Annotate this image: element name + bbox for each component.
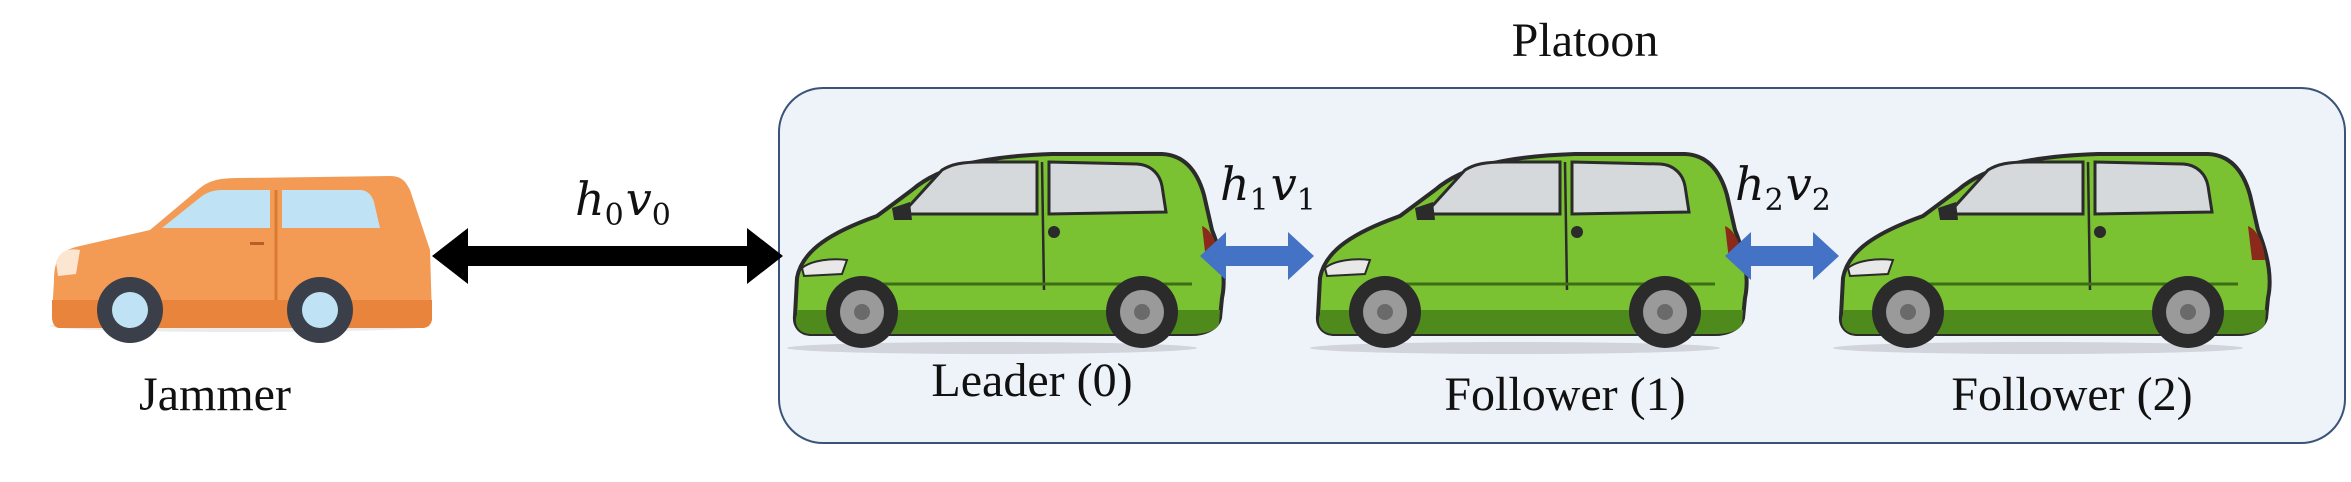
jammer-car-icon	[48, 174, 434, 345]
jammer-label: Jammer	[139, 368, 291, 421]
link-2-label: h2v2	[1735, 157, 1831, 218]
follower-2-label: Follower (2)	[1951, 368, 2192, 421]
link-1-arrow	[1200, 232, 1314, 280]
follower-1-label: Follower (1)	[1444, 368, 1685, 421]
link-1-label: h1v1	[1220, 157, 1316, 218]
leader-label: Leader (0)	[931, 354, 1132, 407]
jammer-leader-arrow	[432, 228, 783, 284]
link-0-label: h0v0	[575, 172, 671, 233]
platoon-label: Platoon	[1512, 14, 1659, 67]
link-2-arrow	[1725, 232, 1839, 280]
